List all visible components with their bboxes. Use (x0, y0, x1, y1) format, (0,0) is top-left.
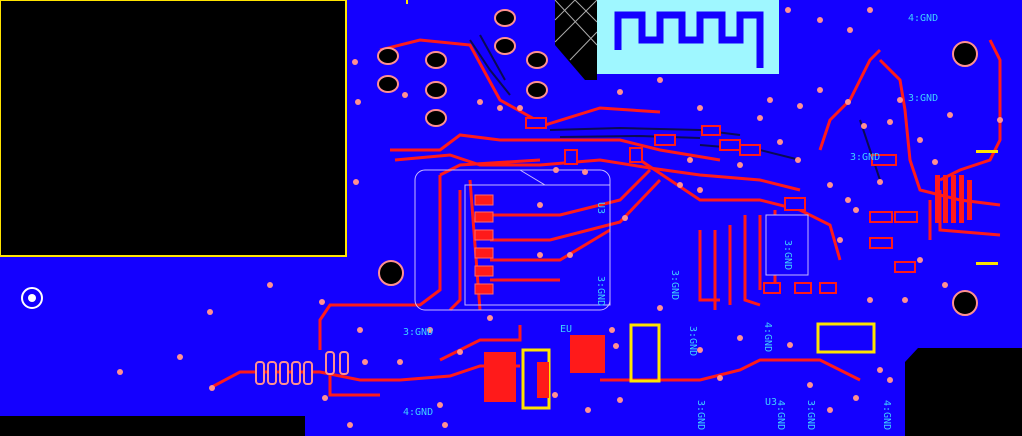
center-ic-label: 3:GND (782, 240, 793, 270)
connector-shield (976, 150, 998, 265)
silk-label: 3:GND (850, 152, 880, 163)
net-label-gnd: 3:GND (805, 400, 816, 430)
fiducial-icon (21, 287, 43, 309)
mounting-hole-icon (378, 41, 978, 316)
antenna-icon (614, 11, 764, 68)
net-label-gnd: 4:GND (908, 13, 938, 24)
eu-refdes: EU (560, 324, 572, 335)
net-label-gnd: 4:GND (762, 322, 773, 352)
net-label-gnd: 3:GND (687, 326, 698, 356)
board-outline (0, 0, 408, 257)
vias (117, 7, 1003, 428)
rf-keepout (554, 0, 598, 61)
module-label: 3:GND (595, 276, 606, 306)
power-pads (484, 335, 605, 402)
module-pads (474, 194, 494, 295)
silk-label: 3:GND (669, 270, 680, 300)
resistor-array (255, 351, 349, 385)
module-label: U3 (595, 202, 606, 214)
refdes-label: U3 (765, 397, 777, 408)
net-label-gnd: 3:GND (695, 400, 706, 430)
smd-components (525, 117, 918, 294)
net-label-gnd: 4:GND (881, 400, 892, 430)
net-label-gnd: 4:GND (775, 400, 786, 430)
power-components (521, 322, 876, 410)
usb-connector-pads (935, 175, 972, 223)
net-label-gnd: 3:GND (403, 327, 433, 338)
module-outline (414, 169, 611, 311)
net-label-gnd: 4:GND (403, 407, 433, 418)
header-pads (377, 9, 548, 127)
net-label-gnd: 3:GND (908, 93, 938, 104)
center-ic (765, 214, 809, 276)
